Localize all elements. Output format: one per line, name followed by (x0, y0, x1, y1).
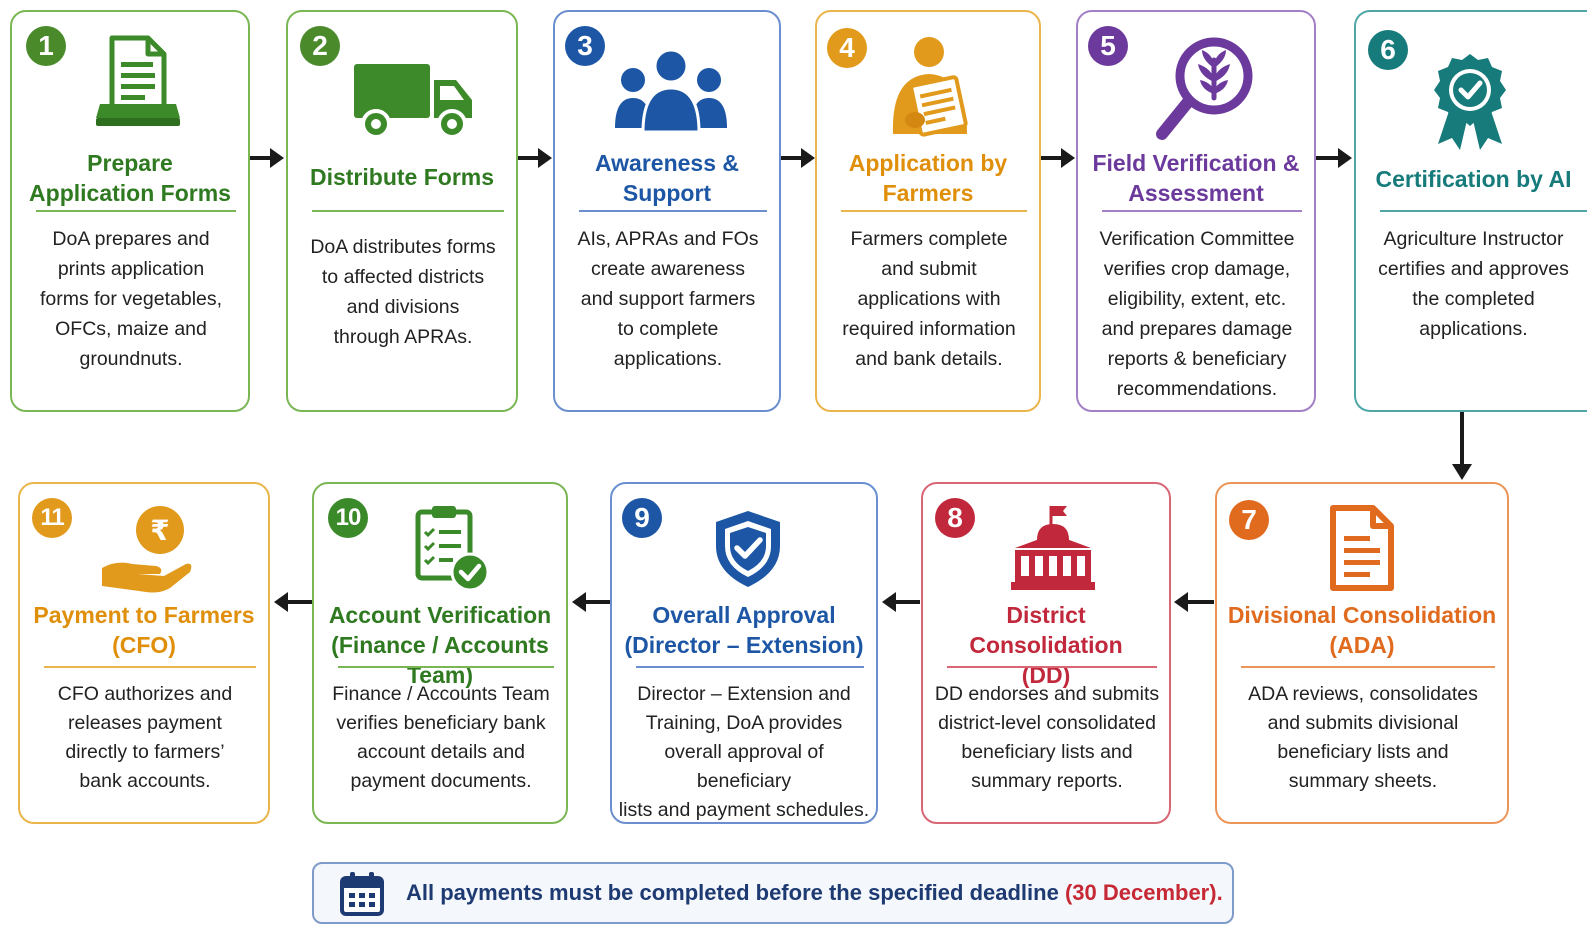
step-9-card: 9 Overall Approval (Director – Extension… (610, 482, 878, 824)
step-2-description: DoA distributes forms to affected distri… (310, 236, 496, 348)
step-7-divider (1241, 666, 1495, 668)
checklist-clipboard-icon (415, 506, 490, 592)
svg-text:₹: ₹ (150, 514, 169, 547)
arrow-step-2-to-3 (518, 148, 552, 168)
farmer-document-icon (892, 37, 968, 137)
step-4-card: 4 Application by Farmers Farmers complet… (815, 10, 1041, 412)
step-11-title: Payment to Farmers (CFO) (33, 602, 255, 658)
certificate-badge-icon (1434, 54, 1506, 150)
step-1-number: 1 (26, 26, 66, 66)
step-5-card: 5 Field Verification & Assessment Verifi… (1076, 10, 1316, 412)
arrow-step-1-to-2 (250, 148, 284, 168)
step-6-card: 6 Certification by AI Agriculture Instru… (1354, 10, 1587, 412)
step-8-divider (947, 666, 1157, 668)
step-2-number: 2 (300, 26, 340, 66)
arrow-step-3-to-4 (781, 148, 815, 168)
step-4-description: Farmers complete and submit applications… (842, 228, 1016, 370)
step-11-card: 11 ₹ Payment to Farmers (CFO) CFO author… (18, 482, 270, 824)
step-3-card: 3 Awareness & Support AIs, APRAs and FOs… (553, 10, 781, 412)
step-1-description: DoA prepares and prints application form… (39, 228, 223, 370)
step-3-description: AIs, APRAs and FOs create awareness and … (577, 228, 759, 370)
step-10-title: Account Verification (Finance / Accounts… (328, 602, 552, 688)
government-building-icon (1011, 506, 1095, 590)
step-6-number: 6 (1368, 30, 1408, 70)
step-5-number: 5 (1088, 26, 1128, 66)
step-2-card: 2 Distribute Forms DoA distributes forms… (286, 10, 518, 412)
step-1-title: Prepare Application Forms (29, 150, 231, 206)
step-5-title: Field Verification & Assessment (1092, 150, 1300, 206)
step-8-title: District Consolidation (DD) (969, 602, 1123, 688)
arrow-step-4-to-5 (1041, 148, 1075, 168)
step-7-number: 7 (1229, 500, 1269, 540)
arrow-step-10-to-11 (274, 592, 312, 612)
step-10-card: 10 Account Verification (Finance / Accou… (312, 482, 568, 824)
step-2-title: Distribute Forms (309, 164, 495, 190)
step-6-divider (1380, 210, 1587, 212)
step-3-divider (579, 210, 767, 212)
step-1-card: 1 Prepare Application Forms DoA prepares… (10, 10, 250, 412)
step-11-divider (44, 666, 256, 668)
people-group-icon (615, 48, 727, 134)
application-form-icon (96, 35, 180, 126)
deadline-message: All payments must be completed before th… (406, 880, 1065, 905)
shield-check-icon (716, 511, 780, 587)
step-4-number: 4 (827, 28, 867, 68)
step-7-title: Divisional Consolidation (ADA) (1227, 602, 1497, 658)
step-5-divider (1102, 210, 1302, 212)
document-icon (1330, 505, 1394, 591)
rupee-hand-icon: ₹ (102, 506, 192, 593)
step-7-description: ADA reviews, consolidates and submits di… (1248, 683, 1478, 792)
deadline-date: (30 December). (1064, 880, 1223, 905)
step-8-number: 8 (935, 498, 975, 538)
arrow-step-6-to-7 (1452, 412, 1472, 480)
step-8-description: DD endorses and submits district-level c… (934, 683, 1160, 792)
arrow-step-8-to-9 (882, 592, 920, 612)
arrow-step-9-to-10 (572, 592, 610, 612)
step-3-number: 3 (565, 26, 605, 66)
step-4-title: Application by Farmers (848, 150, 1008, 206)
deadline-note: All payments must be completed before th… (312, 862, 1234, 924)
step-2-divider (312, 210, 504, 212)
calendar-icon (340, 872, 384, 916)
step-8-card: 8 District Consolidation (DD) DD endorse… (921, 482, 1171, 824)
arrow-step-7-to-8 (1174, 592, 1214, 612)
arrow-step-5-to-6 (1316, 148, 1352, 168)
step-10-description: Finance / Accounts Team verifies benefic… (332, 683, 550, 792)
delivery-truck-icon (354, 64, 472, 139)
step-10-number: 10 (328, 498, 368, 538)
step-9-description: Director – Extension and Training, DoA p… (618, 683, 870, 821)
step-9-number: 9 (622, 498, 662, 538)
step-11-description: CFO authorizes and releases payment dire… (57, 683, 233, 792)
step-10-divider (338, 666, 554, 668)
step-5-description: Verification Committee verifies crop dam… (1099, 228, 1295, 400)
step-9-divider (636, 666, 864, 668)
step-6-description: Agriculture Instructor certifies and app… (1378, 228, 1569, 340)
step-6-title: Certification by AI (1375, 166, 1572, 192)
step-11-number: 11 (32, 498, 72, 538)
deadline-text: All payments must be completed before th… (406, 880, 1223, 906)
magnifier-plant-icon (1156, 37, 1253, 140)
step-3-title: Awareness & Support (594, 150, 740, 206)
step-7-card: 7 Divisional Consolidation (ADA) ADA rev… (1215, 482, 1509, 824)
step-1-divider (36, 210, 236, 212)
step-9-title: Overall Approval (Director – Extension) (624, 602, 864, 658)
step-4-divider (841, 210, 1027, 212)
